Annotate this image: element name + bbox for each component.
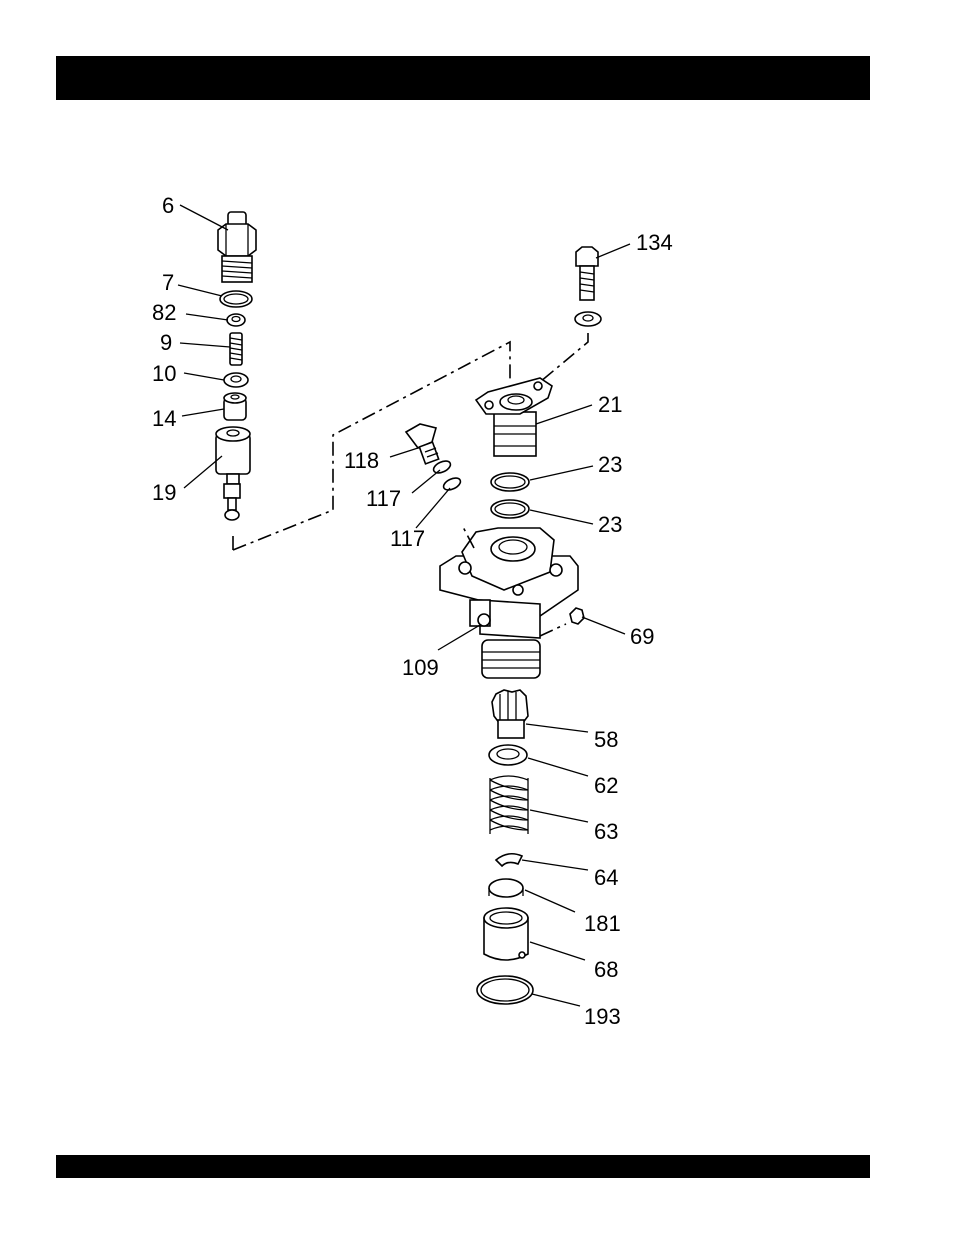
part-181-tappet-shim bbox=[489, 879, 523, 897]
callout-21: 21 bbox=[598, 392, 622, 417]
callout-181: 181 bbox=[584, 911, 621, 936]
part-21-flange-holder bbox=[476, 378, 552, 456]
callout-14: 14 bbox=[152, 406, 176, 431]
part-118-banjo-bolt bbox=[406, 424, 439, 464]
callout-63: 63 bbox=[594, 819, 618, 844]
callout-69: 69 bbox=[630, 624, 654, 649]
callout-23-upper: 23 bbox=[598, 452, 622, 477]
callout-117-lower: 117 bbox=[390, 526, 425, 551]
part-193-ring bbox=[477, 976, 533, 1004]
part-14-delivery-valve bbox=[224, 393, 246, 420]
part-9-spring bbox=[230, 333, 242, 365]
part-82-washer bbox=[227, 314, 245, 326]
callout-58: 58 bbox=[594, 727, 618, 752]
callout-19: 19 bbox=[152, 480, 176, 505]
pump-body bbox=[440, 528, 578, 678]
alignment-line-left bbox=[233, 342, 510, 550]
callout-109: 109 bbox=[402, 655, 439, 680]
callout-6: 6 bbox=[162, 193, 174, 218]
callout-82: 82 bbox=[152, 300, 176, 325]
callout-7: 7 bbox=[162, 270, 174, 295]
part-58-control-sleeve bbox=[492, 690, 528, 738]
callout-118: 118 bbox=[344, 448, 379, 473]
leader-lines bbox=[178, 205, 630, 1006]
part-69-plug bbox=[570, 608, 584, 624]
part-63-plunger-spring bbox=[490, 776, 528, 834]
part-134-washer bbox=[575, 312, 601, 326]
part-23-o-ring-upper bbox=[491, 473, 529, 491]
callout-64: 64 bbox=[594, 865, 618, 890]
part-134-bolt bbox=[576, 247, 598, 300]
part-117-washer-b bbox=[442, 476, 463, 493]
alignment-line-bolt bbox=[540, 333, 588, 382]
alignment-line-69 bbox=[540, 624, 566, 636]
part-10-washer bbox=[224, 373, 248, 387]
callout-9: 9 bbox=[160, 330, 172, 355]
part-6-valve-holder bbox=[218, 212, 256, 282]
part-62-spring-seat bbox=[489, 745, 527, 765]
callout-117-upper: 117 bbox=[366, 486, 401, 511]
part-19-plunger bbox=[216, 427, 250, 520]
part-64-spring-clip bbox=[496, 854, 522, 866]
callout-193: 193 bbox=[584, 1004, 621, 1029]
callout-68: 68 bbox=[594, 957, 618, 982]
part-23-o-ring-lower bbox=[491, 500, 529, 518]
callout-134: 134 bbox=[636, 230, 673, 255]
callout-23-lower: 23 bbox=[598, 512, 622, 537]
callout-62: 62 bbox=[594, 773, 618, 798]
part-68-tappet bbox=[484, 908, 528, 960]
callout-10: 10 bbox=[152, 361, 176, 386]
